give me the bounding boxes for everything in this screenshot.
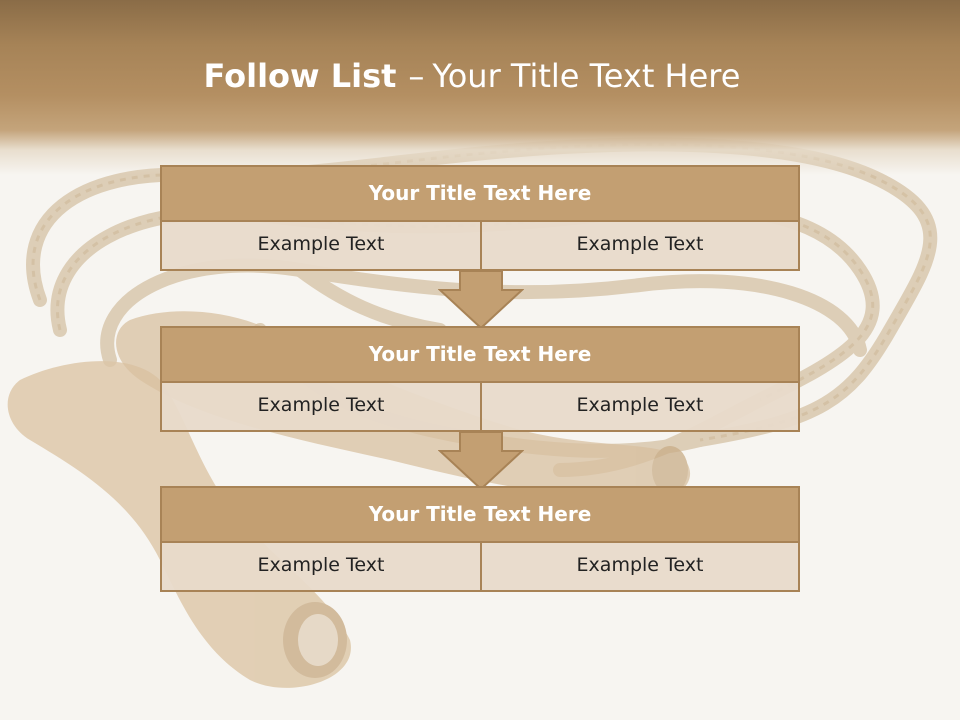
block-title: Your Title Text Here <box>160 326 800 383</box>
title-bold-part: Follow List <box>203 57 397 95</box>
list-block-2: Your Title Text Here Example Text Exampl… <box>160 326 800 432</box>
list-block-1: Your Title Text Here Example Text Exampl… <box>160 165 800 271</box>
block-cell-left: Example Text <box>160 222 480 271</box>
down-arrow-icon <box>438 431 524 491</box>
block-cell-left: Example Text <box>160 543 480 592</box>
list-block-3: Your Title Text Here Example Text Exampl… <box>160 486 800 592</box>
block-cell-left: Example Text <box>160 383 480 432</box>
title-dash: – <box>408 57 425 95</box>
block-cell-right: Example Text <box>480 383 800 432</box>
block-title: Your Title Text Here <box>160 165 800 222</box>
down-arrow-icon <box>438 270 524 330</box>
block-cell-right: Example Text <box>480 222 800 271</box>
block-cell-right: Example Text <box>480 543 800 592</box>
header-band <box>0 0 960 175</box>
block-title: Your Title Text Here <box>160 486 800 543</box>
title-rest: Your Title Text Here <box>432 57 741 95</box>
slide-title: Follow List–Your Title Text Here <box>0 52 944 100</box>
